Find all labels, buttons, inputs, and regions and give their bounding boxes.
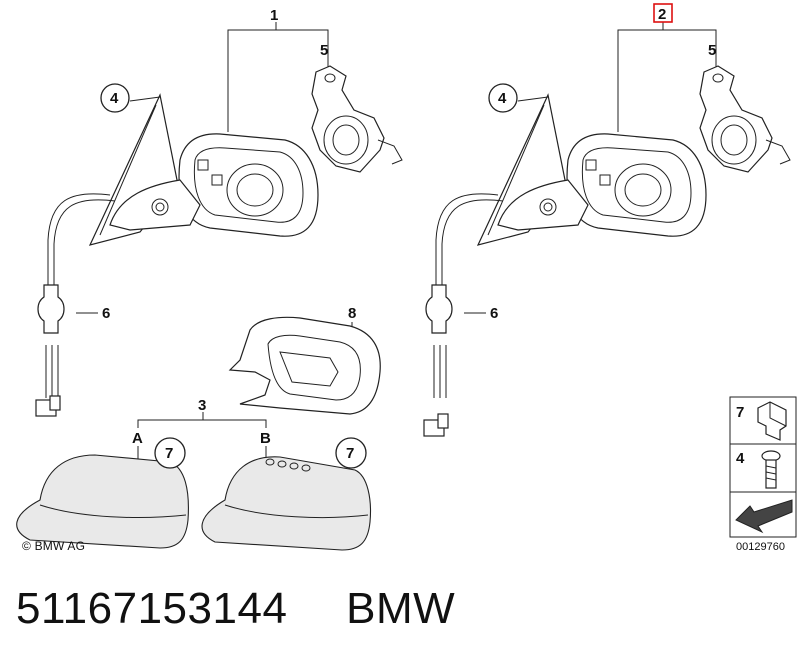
indicator-strip: [265, 458, 311, 472]
cap-b: [201, 456, 372, 551]
label-2: 2: [658, 6, 666, 23]
label-1: 1: [270, 7, 278, 24]
label-7-cap-b: 7: [346, 445, 354, 462]
label-3: 3: [198, 397, 206, 414]
mirror-parts-diagram: 1 4 6 5: [16, 3, 797, 551]
part-footer: 51167153144 BMW: [16, 584, 455, 634]
mirror-caps: 3 A B 7 7: [16, 397, 372, 551]
copyright-notice: © BMW AG: [22, 539, 86, 553]
label-b: B: [260, 430, 271, 447]
label-6-left: 6: [102, 305, 110, 322]
legend-label-4: 4: [736, 450, 745, 467]
clip-icon: [757, 401, 787, 441]
diagram-number: 00129760: [736, 541, 785, 553]
label-4-left: 4: [110, 90, 119, 107]
label-5-left: 5: [320, 42, 328, 59]
label-4-right: 4: [498, 90, 507, 107]
small-parts-legend: 7 4: [729, 396, 797, 538]
label-6-right: 6: [490, 305, 498, 322]
label-a: A: [132, 430, 143, 447]
label-8: 8: [348, 305, 356, 322]
label-7-cap-a: 7: [165, 445, 173, 462]
legend-label-7: 7: [736, 404, 744, 421]
right-mirror-assembly: 2 4 6 5: [423, 3, 791, 437]
left-mirror-assembly: 1 4 6 5: [35, 7, 403, 417]
arrow-icon: [735, 499, 793, 534]
mirror-frame-part: 8: [228, 305, 381, 415]
highlight-box: [653, 3, 673, 23]
cap-a: [16, 454, 189, 549]
part-number: 51167153144: [16, 584, 288, 633]
screw-icon: [761, 450, 781, 489]
brand-name: BMW: [346, 584, 456, 633]
label-5-right: 5: [708, 42, 716, 59]
